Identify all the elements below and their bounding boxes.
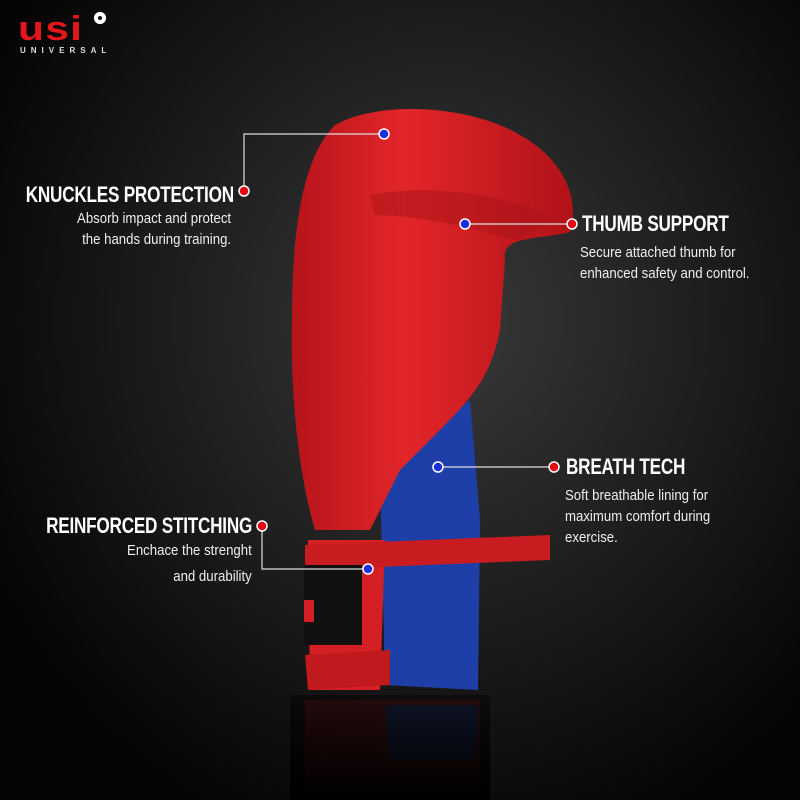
feature-title-knuckles: KNUCKLES PROTECTION [25, 182, 234, 207]
desc-line: Secure attached thumb for [580, 244, 736, 261]
knuckles-red-dot-icon [238, 185, 250, 197]
stitching-leader-line [261, 526, 368, 570]
desc-line: and durability [173, 568, 252, 585]
desc-line: the hands during training. [82, 231, 232, 248]
desc-line: Soft breathable lining for [565, 487, 709, 504]
feature-desc-knuckles: Absorb impact and protect the hands duri… [77, 208, 231, 250]
desc-line: Enchace the strenght [127, 542, 252, 559]
desc-line: Absorb impact and protect [76, 210, 231, 227]
feature-desc-breath: Soft breathable lining for maximum comfo… [565, 485, 710, 548]
feature-desc-thumb: Secure attached thumb for enhanced safet… [580, 242, 750, 284]
logo-dot-icon [94, 12, 106, 24]
breath-blue-dot-icon [432, 461, 444, 473]
brand-logo: usi [18, 10, 84, 48]
breath-red-dot-icon [548, 461, 560, 473]
feature-title-stitching: REINFORCED STITCHING [45, 513, 252, 538]
desc-line: enhanced safety and control. [580, 265, 750, 282]
knuckles-leader-line [243, 133, 384, 191]
feature-title-breath: BREATH TECH [566, 454, 686, 479]
stitching-blue-dot-icon [362, 563, 374, 575]
feature-title-thumb: THUMB SUPPORT [582, 211, 729, 236]
thumb-blue-dot-icon [459, 218, 471, 230]
knuckles-blue-dot-icon [378, 128, 390, 140]
stitching-red-dot-icon [256, 520, 268, 532]
thumb-red-dot-icon [566, 218, 578, 230]
brand-logo-subtext: UNIVERSAL [20, 46, 112, 55]
desc-line: exercise. [565, 529, 618, 546]
desc-line: maximum comfort during [565, 508, 711, 525]
feature-desc-stitching: Enchace the strenght and durability [127, 538, 252, 590]
